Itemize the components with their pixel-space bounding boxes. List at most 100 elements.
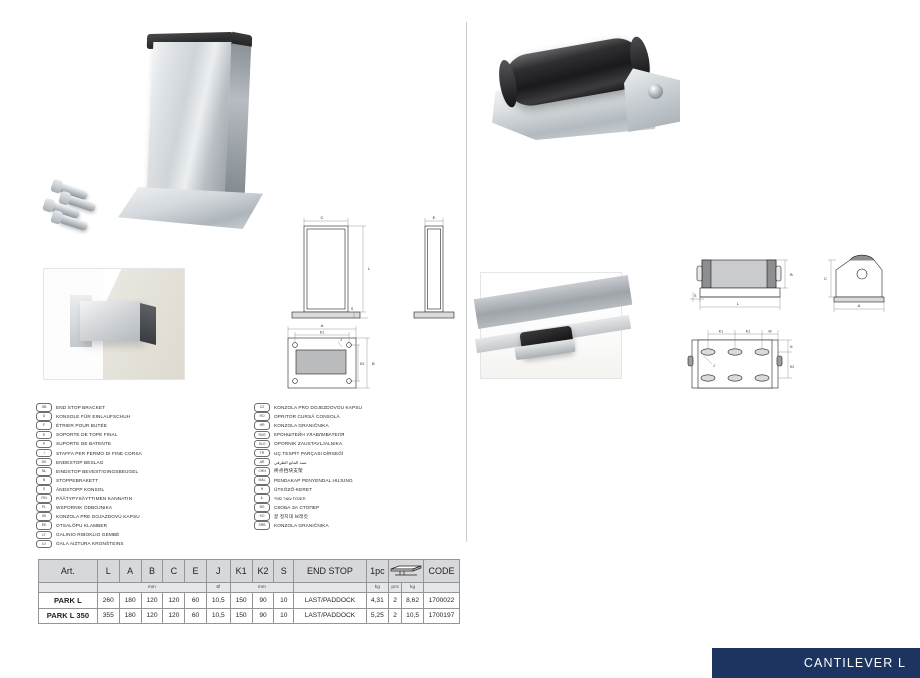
cell-K2: 90 xyxy=(251,607,275,624)
cell-J: 10,5 xyxy=(205,607,231,624)
language-code-badge: SK xyxy=(36,512,52,521)
column-divider xyxy=(466,22,467,542)
cad-drawing-end-stop-side: E xyxy=(408,212,462,322)
unit-cell xyxy=(38,582,98,593)
language-product-name: ENDESTOP BESLAG xyxy=(56,459,104,465)
cell-A: 180 xyxy=(118,592,142,609)
unit-cell: Ø xyxy=(205,582,231,593)
language-product-name: СКОБА ЗА СТОПЕР xyxy=(274,505,320,511)
language-product-name: UÇ TESPİT PARÇASI DİRSEĞİ xyxy=(274,450,344,456)
language-row: CHN 终点挡块支架 xyxy=(254,466,472,476)
language-product-name: 终点挡块支架 xyxy=(274,468,303,474)
column-header: A xyxy=(118,559,142,583)
language-product-name: KONZOLA PRO DOJEZDOVOU KAPSU xyxy=(274,405,363,411)
svg-text:B: B xyxy=(372,361,375,366)
language-row: PL WSPORNIK ODBOJNIKA xyxy=(36,503,254,512)
cad-drawing-roller-plan: K1 K1 M N K2 J xyxy=(682,326,806,396)
language-row: KO 끑 정지대 브래킷 xyxy=(254,512,472,521)
svg-text:L: L xyxy=(737,301,740,306)
column-header: B xyxy=(140,559,164,583)
svg-text:M: M xyxy=(769,330,772,334)
language-product-name: KONZOLA GRANIČNIKA xyxy=(274,523,329,529)
application-render-end-stop xyxy=(43,268,185,380)
column-header: 1pc xyxy=(365,559,389,583)
language-code-badge: P xyxy=(36,439,52,449)
cell-kg1: 4,31 xyxy=(365,592,389,609)
language-code-badge: RUS xyxy=(254,430,270,440)
pallet-icon xyxy=(390,565,422,576)
footer-title: CANTILEVER L xyxy=(803,656,906,670)
language-code-badge: FIN xyxy=(36,494,52,503)
svg-text:L: L xyxy=(368,266,371,271)
svg-text:A: A xyxy=(858,303,861,308)
column-header xyxy=(387,559,424,583)
column-header: S xyxy=(273,559,295,583)
svg-text:B: B xyxy=(790,272,793,277)
language-code-badge: S xyxy=(36,485,52,494)
language-code-badge: N xyxy=(36,476,52,485)
unit-cell: kg xyxy=(365,582,389,593)
language-code-badge: MAL xyxy=(254,476,270,485)
product-photo-support-roller xyxy=(478,28,708,163)
language-code-badge: EE xyxy=(36,521,52,531)
cell-pcs: 2 xyxy=(387,607,403,624)
svg-text:J: J xyxy=(713,364,715,368)
unit-cell: mm xyxy=(96,582,207,593)
column-header: E xyxy=(184,559,207,583)
cad-drawing-roller-front: B L S xyxy=(688,252,800,322)
cell-K1: 150 xyxy=(229,607,253,624)
axle-hub xyxy=(648,84,663,99)
cell-B: 120 xyxy=(140,607,164,624)
cell-kg1: 5,25 xyxy=(365,607,389,624)
language-product-name: PENDAKAP PENYENDAL HUJUNG xyxy=(274,477,353,483)
language-product-name: OPORNIK ZAUSTAVLJALNIKA xyxy=(274,441,343,447)
cad-drawing-end-stop-front: C L S xyxy=(288,212,374,322)
language-code-badge: KO xyxy=(254,512,270,521)
cell-C: 120 xyxy=(162,607,186,624)
post-body xyxy=(146,42,232,197)
post-base-plate xyxy=(118,187,263,229)
mounting-slot xyxy=(566,167,587,177)
language-product-name: OTSALÕPU KLAMBER xyxy=(56,523,108,529)
language-product-name: ÉTRIER POUR BUTÉE xyxy=(56,423,108,429)
column-header: Art. xyxy=(38,559,98,583)
unit-cell: pcs xyxy=(387,582,403,593)
cell-S: 10 xyxy=(273,607,295,624)
language-code-badge: BG xyxy=(254,503,270,512)
language-product-name: EINDSTOP BEVESTIGINGSBEUGEL xyxy=(56,468,139,474)
cell-end_stop: LAST/PADDOCK xyxy=(293,607,367,624)
language-code-badge: RO xyxy=(254,412,270,421)
svg-text:J: J xyxy=(340,338,342,342)
language-code-badge: CHN xyxy=(254,466,270,476)
article-name: PARK L xyxy=(38,592,98,609)
product-block-support-roller: DESIGNED FOR STRAIGHT ROLLING MOVEMENT xyxy=(460,0,920,678)
language-code-badge: DK xyxy=(36,457,52,467)
language-code-badge: H xyxy=(254,485,270,494)
cell-J: 10,5 xyxy=(205,592,231,609)
language-code-badge: PL xyxy=(36,503,52,512)
language-product-name: WSPORNIK ODBOJNIKA xyxy=(56,505,113,511)
language-code-badge: IL xyxy=(254,494,270,503)
column-header: CODE xyxy=(422,559,461,583)
language-product-name: SOPORTE DE TOPE FINAL xyxy=(56,432,118,438)
language-product-name: KONZOLA GRANIČNIKA xyxy=(274,423,329,429)
column-header: J xyxy=(205,559,231,583)
language-product-name: 끑 정지대 브래킷 xyxy=(274,513,308,519)
